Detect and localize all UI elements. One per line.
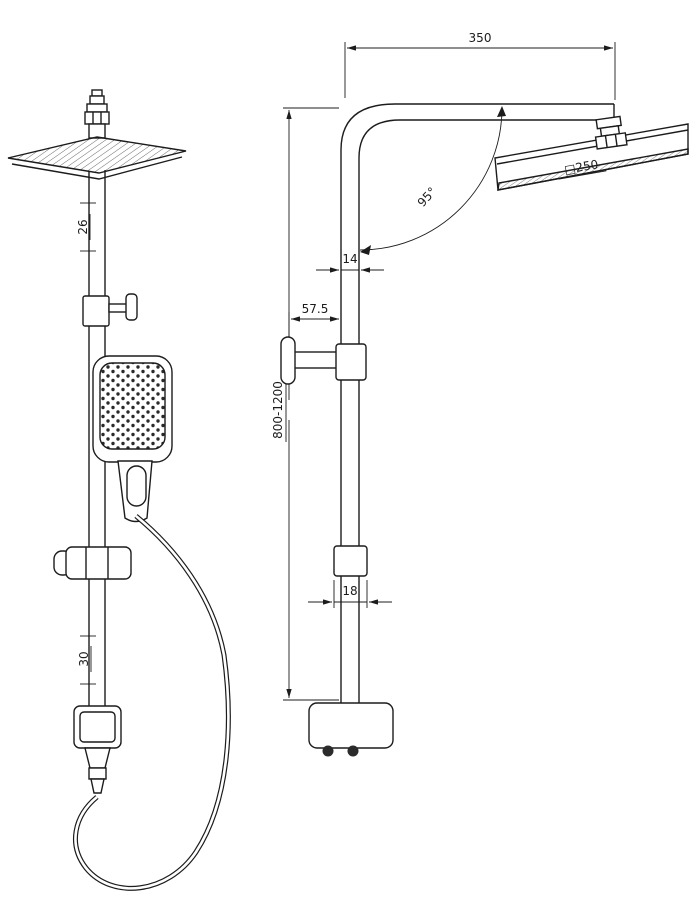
- dim-30: 30: [77, 635, 96, 685]
- dim-18: 18: [308, 580, 392, 608]
- dim-800-1200: 800-1200: [271, 107, 339, 701]
- front-slider-bracket: [53, 546, 132, 580]
- side-slider-clamp: [333, 545, 368, 577]
- dim-column-height-label: 800-1200: [271, 381, 285, 439]
- dim-bracket-depth-label: 57.5: [302, 302, 329, 316]
- angle-95-arc: 95°: [359, 106, 506, 255]
- side-riser-pipe: [340, 103, 615, 703]
- dim-upper-pipe-label: 26: [76, 219, 90, 234]
- dim-arm-length-label: 350: [469, 31, 492, 45]
- front-diverter: [82, 293, 138, 327]
- dim-head-angle-label: 95°: [415, 184, 440, 209]
- dim-lower-pipe-label: 30: [77, 651, 91, 666]
- dim-pipe-width-label: 14: [342, 252, 357, 266]
- side-mixer-body: [308, 702, 394, 757]
- front-overhead-shower: [7, 136, 187, 180]
- front-hose-connector: [73, 705, 122, 794]
- dim-57-5: 57.5: [288, 302, 339, 345]
- side-view: □250 95° 350: [271, 31, 689, 757]
- side-wall-bracket: [280, 336, 367, 385]
- dim-26: 26: [76, 202, 96, 252]
- dim-14: 14: [316, 252, 384, 273]
- front-hose: [72, 514, 231, 891]
- side-head-connector: [594, 115, 628, 150]
- dim-350: 350: [344, 31, 616, 100]
- dim-head-size-label: □250: [563, 157, 599, 177]
- side-overhead-shower: □250: [494, 123, 689, 191]
- front-view: 26 30: [7, 89, 231, 891]
- front-head-connector: [84, 89, 110, 139]
- front-hand-shower: [92, 355, 173, 523]
- dim-clamp-width-label: 18: [342, 584, 357, 598]
